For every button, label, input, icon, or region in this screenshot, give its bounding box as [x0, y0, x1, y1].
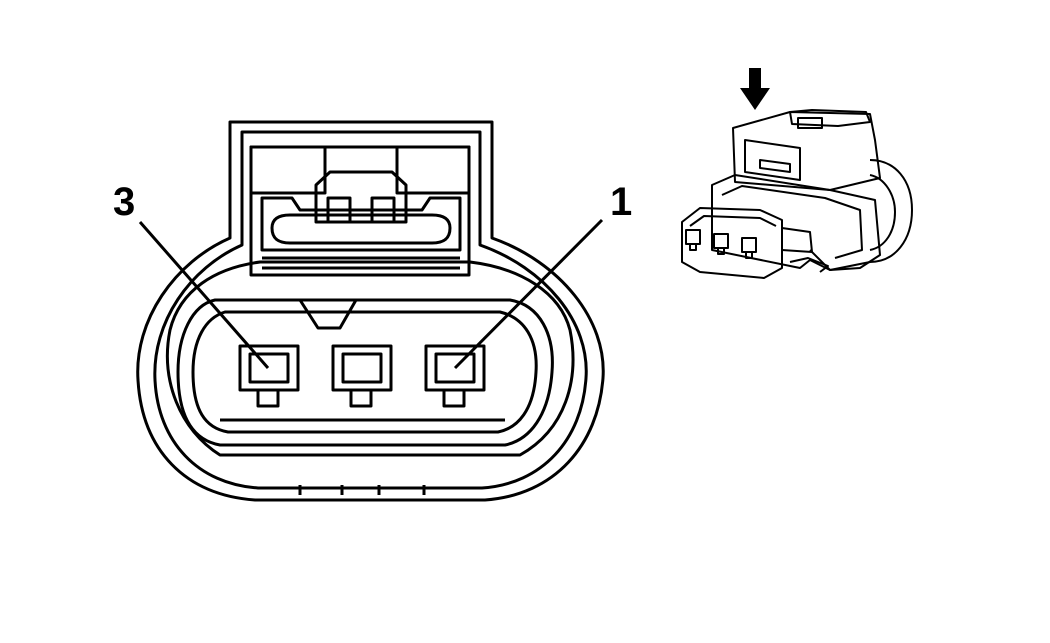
iso-body-inner-rim [721, 185, 863, 259]
terminal-pin-2 [331, 344, 393, 408]
latch-bar-inner [270, 213, 452, 245]
iso-latch [789, 109, 871, 127]
terminal-pin-1 [424, 344, 486, 408]
connector-outer-shell [136, 120, 605, 502]
iso-terminal-3 [685, 229, 701, 251]
terminal-pin-3 [238, 344, 300, 408]
iso-latch-window-detail [759, 159, 791, 173]
terminal-cavity-inner [191, 310, 538, 434]
iso-terminal-1 [741, 237, 757, 259]
connector-face-view [136, 120, 605, 502]
iso-latch-window [744, 139, 801, 181]
iso-boot-inner [869, 174, 896, 251]
iso-plug-face-inner [689, 215, 777, 227]
connector-isometric-view [681, 68, 913, 279]
leader-line-pin-3 [138, 221, 270, 369]
latch-right-block [395, 145, 471, 195]
iso-boot [809, 159, 913, 271]
latch-housing [249, 145, 471, 277]
iso-body-side [711, 174, 881, 271]
polarization-key [298, 299, 358, 330]
iso-housing-top [732, 111, 881, 191]
latch-left-block [249, 145, 327, 195]
latch-bar [260, 196, 462, 252]
pin-label-3: 3 [113, 180, 135, 224]
iso-terminal-2 [713, 233, 729, 255]
connector-outer-shell-inner-line [153, 130, 588, 490]
terminal-cavity-outer [176, 298, 554, 447]
iso-bottom-flange [789, 257, 829, 273]
iso-plug-face [681, 207, 783, 279]
latch-center-tab [314, 170, 408, 224]
down-arrow-icon [740, 68, 770, 110]
pin-label-1: 1 [610, 180, 632, 224]
iso-latch-slot [797, 117, 823, 129]
leader-line-pin-1 [453, 218, 604, 370]
iso-side-tab [781, 227, 813, 253]
